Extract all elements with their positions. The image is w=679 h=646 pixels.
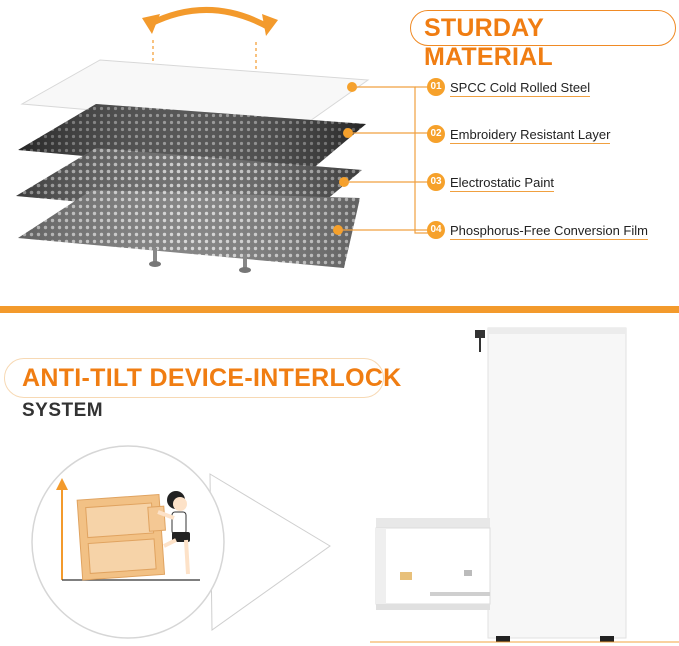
section-divider bbox=[0, 306, 679, 313]
open-drawer bbox=[375, 518, 491, 610]
title-pill bbox=[410, 10, 676, 46]
layer-number: 03 bbox=[427, 173, 445, 191]
layer-label: Phosphorus-Free Conversion Film bbox=[450, 222, 648, 240]
layer-number: 01 bbox=[427, 78, 445, 96]
layer-number: 02 bbox=[427, 125, 445, 143]
layer-item-4: 04 Phosphorus-Free Conversion Film bbox=[427, 221, 648, 245]
layer-number: 04 bbox=[427, 221, 445, 239]
cabinet-drawing bbox=[76, 493, 166, 581]
section-title-material: STURDAY MATERIAL bbox=[424, 14, 553, 71]
section-subtitle-system: SYSTEM bbox=[22, 400, 104, 421]
screw-icon bbox=[149, 248, 251, 273]
cabinet-body bbox=[487, 327, 627, 639]
section-title-anti-tilt: ANTI-TILT DEVICE-INTERLOCK bbox=[22, 364, 402, 392]
layer-item-1: 01 SPCC Cold Rolled Steel bbox=[427, 78, 591, 102]
material-layers-illustration bbox=[16, 7, 370, 273]
lock-icon bbox=[475, 330, 485, 352]
layer-label: Embroidery Resistant Layer bbox=[450, 126, 611, 144]
rotation-arrow-icon bbox=[148, 7, 272, 31]
layer-item-3: 03 Electrostatic Paint bbox=[427, 173, 555, 197]
layer-item-2: 02 Embroidery Resistant Layer bbox=[427, 125, 611, 149]
anti-tilt-illustration bbox=[31, 445, 331, 639]
layer-label: SPCC Cold Rolled Steel bbox=[450, 79, 591, 97]
file-cabinet-illustration bbox=[370, 327, 679, 643]
leader-lines bbox=[338, 86, 430, 234]
layer-label: Electrostatic Paint bbox=[450, 174, 555, 192]
anti-tilt-title-pill bbox=[4, 358, 384, 398]
child-icon bbox=[157, 491, 190, 575]
